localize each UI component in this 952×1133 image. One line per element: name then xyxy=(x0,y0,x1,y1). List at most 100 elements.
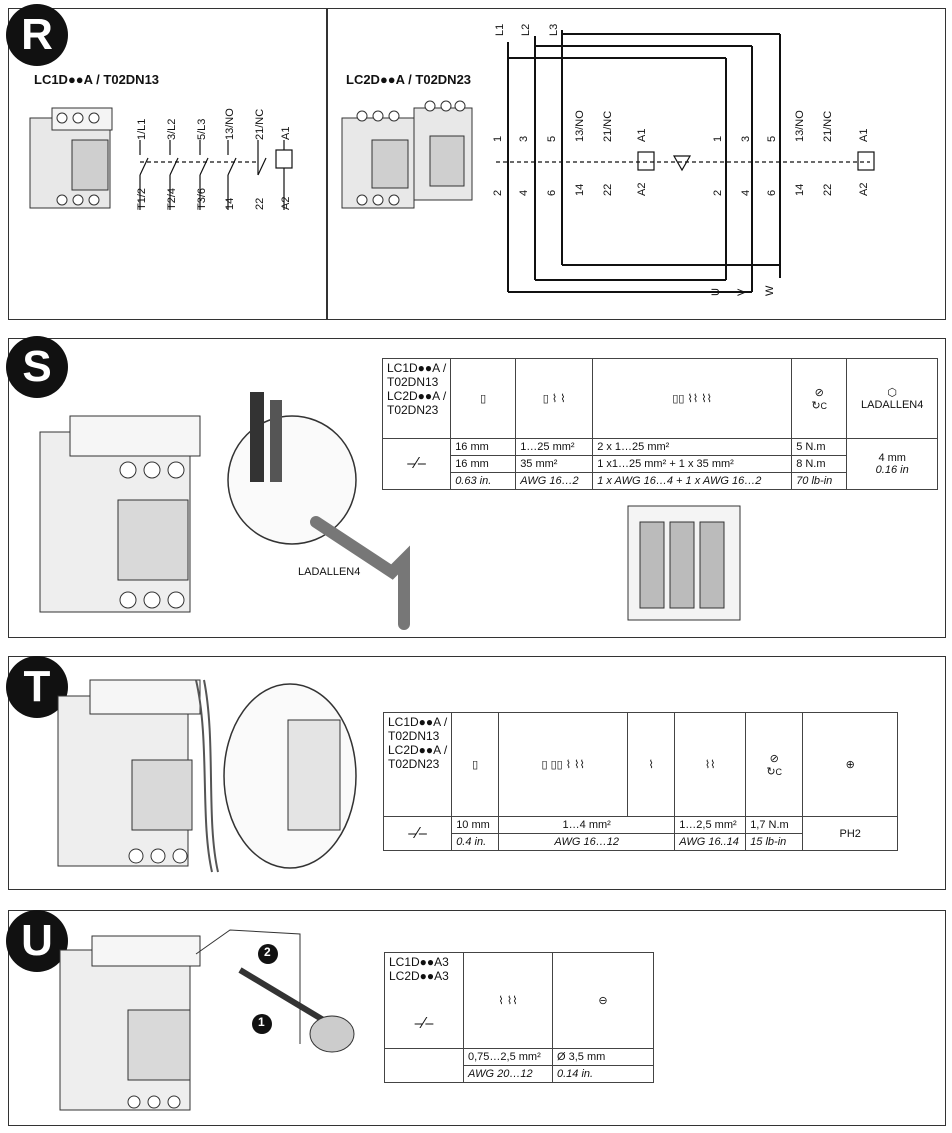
t-switch-symbol: ⎯⁄⎯ xyxy=(382,816,453,851)
r-left-bot-term-3: 14 xyxy=(224,197,236,210)
t-r1-double: 1…2,5 mm² xyxy=(674,816,747,834)
s-switch-symbol: ⎯⁄⎯ xyxy=(381,438,452,490)
r-right-bot-term-1: 4 xyxy=(518,189,530,196)
t-screwdriver-icon: ⊕ xyxy=(802,712,899,817)
r-right-top-term-5: A1 xyxy=(636,128,648,142)
r-line-in-0: L1 xyxy=(494,23,506,36)
t-wire-icons-b: ⌇ xyxy=(627,712,676,817)
r-right-top-term-9: 13/NO xyxy=(794,110,806,142)
t-r1-torque: 1,7 N.m xyxy=(745,816,804,834)
u-step-1: 1 xyxy=(258,1015,265,1029)
r-left-top-term-1: 3/L2 xyxy=(166,118,178,140)
section-s-badge: S xyxy=(6,336,68,398)
r-right-bot-term-7: 4 xyxy=(740,189,752,196)
r-left-bot-term-5: A2 xyxy=(280,196,292,210)
u-screwdriver-icon: ⊖ xyxy=(552,952,654,1049)
u-switch-symbol: ⎯⁄⎯ xyxy=(414,1015,434,1032)
r-right-top-term-2: 5 xyxy=(546,135,558,142)
u-r1-section: 0,75…2,5 mm² xyxy=(463,1048,553,1066)
r-line-out-0: U xyxy=(710,288,722,296)
r-right-bot-term-6: 2 xyxy=(712,189,724,196)
r-right-bot-term-9: 14 xyxy=(794,183,806,196)
r-right-top-term-11: A1 xyxy=(858,128,870,142)
t-r2-double: AWG 16..14 xyxy=(674,833,747,851)
r-right-top-term-0: 1 xyxy=(492,135,504,142)
r-left-top-term-0: 1/L1 xyxy=(136,118,148,140)
s-r1-strip: 16 mm xyxy=(450,438,517,456)
r-right-top-term-7: 3 xyxy=(740,135,752,142)
r-right-bot-term-0: 2 xyxy=(492,189,504,196)
section-r-badge: R xyxy=(6,4,68,66)
s-r3-strip: 0.63 in. xyxy=(450,472,517,490)
r-left-bot-term-2: T3/6 xyxy=(196,187,208,210)
section-r-divider xyxy=(326,9,328,319)
s-r1-single: 1…25 mm² xyxy=(515,438,594,456)
section-r-panel xyxy=(8,8,946,320)
s-r3-double: 1 x AWG 16…4 + 1 x AWG 16…2 xyxy=(592,472,793,490)
r-right-bot-term-11: A2 xyxy=(858,182,870,196)
s-r2-strip: 16 mm xyxy=(450,455,517,473)
t-r1-section: 1…4 mm² xyxy=(498,816,676,834)
t-double-wire-icon: ⌇⌇ xyxy=(674,712,747,817)
s-r1-torque: 5 N.m xyxy=(791,438,848,456)
s-r3-single: AWG 16…2 xyxy=(515,472,594,490)
s-callout-label: LADALLEN4 xyxy=(298,566,361,578)
t-r2-torque: 15 lb-in xyxy=(745,833,804,851)
t-torque-icon: ⊘↻C xyxy=(745,712,804,817)
r-right-top-term-3: 13/NO xyxy=(574,110,586,142)
t-wire-icons-a: ▯ ▯▯ ⌇ ⌇⌇ xyxy=(498,712,629,817)
s-double-wire-icons: ▯▯ ⌇⌇ ⌇⌇ xyxy=(592,358,793,439)
r-left-top-term-2: 5/L3 xyxy=(196,118,208,140)
s-torque-icon: ⊘↻C xyxy=(791,358,848,439)
r-left-bot-term-4: 22 xyxy=(254,197,266,210)
r-line-out-2: W xyxy=(764,285,776,296)
section-t-badge: T xyxy=(6,656,68,718)
r-right-top-term-6: 1 xyxy=(712,135,724,142)
t-r2-section: AWG 16…12 xyxy=(498,833,676,851)
u-wire-icons: ⌇ ⌇⌇ xyxy=(463,952,553,1049)
s-tool-label: LADALLEN4 xyxy=(861,399,924,411)
r-right-top-term-1: 3 xyxy=(518,135,530,142)
r-right-bot-term-3: 14 xyxy=(574,183,586,196)
t-r1-strip: 10 mm xyxy=(451,816,500,834)
t-ferrule-icon: ▯ xyxy=(451,712,500,817)
s-r3-torque: 70 lb-in xyxy=(791,472,848,490)
t-r2-strip: 0.4 in. xyxy=(451,833,500,851)
r-left-bot-term-1: T2/4 xyxy=(166,187,178,210)
u-step-2: 2 xyxy=(264,945,271,959)
section-u-badge: U xyxy=(6,910,68,972)
s-r2-torque: 8 N.m xyxy=(791,455,848,473)
r-right-bot-term-4: 22 xyxy=(602,183,614,196)
u-r1-tool: Ø 3,5 mm xyxy=(552,1048,654,1066)
r-right-bot-term-5: A2 xyxy=(636,182,648,196)
r-right-bot-term-2: 6 xyxy=(546,189,558,196)
r-right-top-term-4: 21/NC xyxy=(602,110,614,142)
r-line-in-2: L3 xyxy=(548,23,560,36)
s-r1-double: 2 x 1…25 mm² xyxy=(592,438,793,456)
right-model-title: LC2D●●A / T02DN23 xyxy=(346,72,472,87)
r-line-out-1: V xyxy=(736,288,748,296)
u-r2-section: AWG 20…12 xyxy=(463,1065,553,1083)
r-line-in-1: L2 xyxy=(520,23,532,36)
u-r2-tool: 0.14 in. xyxy=(552,1065,654,1083)
r-right-top-term-8: 5 xyxy=(766,135,778,142)
s-ferrule-icon: ▯ xyxy=(450,358,517,439)
s-r2-single: 35 mm² xyxy=(515,455,594,473)
r-right-bot-term-8: 6 xyxy=(766,189,778,196)
r-left-bot-term-0: T1/2 xyxy=(136,187,148,210)
r-left-top-term-4: 21/NC xyxy=(254,108,266,140)
s-wire-icons: ▯ ⌇ ⌇ xyxy=(515,358,594,439)
r-right-bot-term-10: 22 xyxy=(822,183,834,196)
left-model-title: LC1D●●A / T02DN13 xyxy=(34,72,160,87)
r-left-top-term-5: A1 xyxy=(280,126,292,140)
s-allen-key-icon: ⬡LADALLEN4 xyxy=(846,358,939,439)
r-left-top-term-3: 13/NO xyxy=(224,108,236,140)
s-r2-double: 1 x1…25 mm² + 1 x 35 mm² xyxy=(592,455,793,473)
